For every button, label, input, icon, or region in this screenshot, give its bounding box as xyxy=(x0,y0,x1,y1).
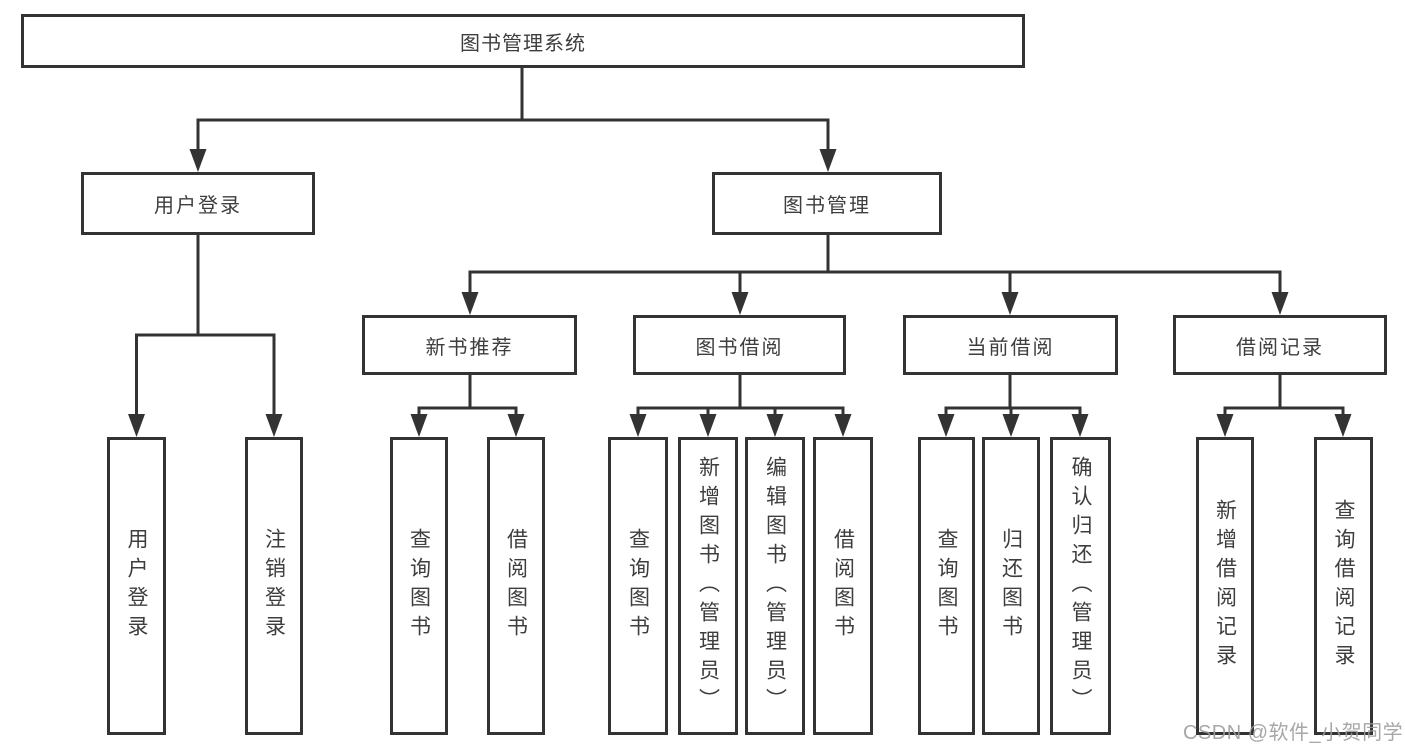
arrowhead xyxy=(1334,414,1352,437)
leaf-box-add-borrow-record: 新增借阅记录 xyxy=(1196,437,1254,735)
leaf-box-confirm-return-admin: 确认归还（管理员） xyxy=(1050,437,1111,735)
connector-current-borrow-to-leaves xyxy=(937,375,1089,437)
arrowhead xyxy=(834,414,852,437)
leaf-box-user-login: 用户登录 xyxy=(107,437,166,735)
arrowhead xyxy=(128,414,145,437)
arrowhead xyxy=(1071,414,1089,437)
leaf-box-query-borrow-record: 查询借阅记录 xyxy=(1314,437,1373,735)
leaf-box-query-book-current: 查询图书 xyxy=(918,437,975,735)
level3-box-book-borrow: 图书借阅 xyxy=(633,315,846,375)
leaf-box-add-book-admin: 新增图书（管理员） xyxy=(678,437,738,735)
connector-book-borrow-to-leaves xyxy=(629,375,852,437)
leaf-box-borrow-book-recommend: 借阅图书 xyxy=(487,437,545,735)
csdn-watermark: CSDN @软件_小贺同学 xyxy=(1183,722,1404,744)
leaf-label: 查询借阅记录 xyxy=(1332,499,1355,673)
level3-box-new-book-recommend: 新书推荐 xyxy=(362,315,577,375)
arrowhead xyxy=(1271,292,1289,315)
arrowhead xyxy=(629,414,647,437)
arrowhead xyxy=(1001,292,1019,315)
arrowhead xyxy=(265,414,283,437)
leaf-label: 归还图书 xyxy=(999,528,1023,644)
leaf-label: 查询图书 xyxy=(626,528,650,644)
connector-new-book-to-leaves xyxy=(410,375,525,437)
arrowhead xyxy=(731,292,749,315)
leaf-label: 编辑图书（管理员） xyxy=(763,455,787,717)
leaf-label: 确认归还（管理员） xyxy=(1069,455,1092,717)
leaf-box-query-book-borrow: 查询图书 xyxy=(608,437,668,735)
arrowhead xyxy=(189,149,207,172)
arrowhead xyxy=(461,292,479,315)
connector-borrow-record-to-leaves xyxy=(1216,375,1352,437)
leaf-box-borrow-book: 借阅图书 xyxy=(813,437,873,735)
arrowhead xyxy=(766,414,784,437)
leaf-label: 查询图书 xyxy=(935,528,958,644)
connector-book-management-to-level3 xyxy=(461,235,1289,315)
leaf-label: 新增图书（管理员） xyxy=(696,455,720,717)
leaf-label: 用户登录 xyxy=(125,528,148,644)
leaf-box-query-book-recommend: 查询图书 xyxy=(390,437,448,735)
leaf-label: 借阅图书 xyxy=(831,528,855,644)
root-box-library-system: 图书管理系统 xyxy=(21,14,1025,68)
leaf-label: 借阅图书 xyxy=(504,528,528,644)
level2-box-user-login: 用户登录 xyxy=(81,172,315,235)
arrowhead xyxy=(699,414,717,437)
leaf-label: 新增借阅记录 xyxy=(1213,499,1237,673)
connector-root-to-level2 xyxy=(189,68,837,172)
leaf-box-logout: 注销登录 xyxy=(245,437,303,735)
arrowhead xyxy=(1002,414,1020,437)
arrowhead xyxy=(1216,414,1234,437)
arrowhead xyxy=(507,414,525,437)
arrowhead xyxy=(937,414,955,437)
level3-box-current-borrow: 当前借阅 xyxy=(903,315,1118,375)
arrowhead xyxy=(819,149,837,172)
level2-box-book-management: 图书管理 xyxy=(712,172,942,235)
leaf-box-return-book: 归还图书 xyxy=(982,437,1040,735)
connector-user-login-to-leaves xyxy=(128,235,283,437)
leaf-label: 注销登录 xyxy=(262,528,286,644)
leaf-label: 查询图书 xyxy=(407,528,431,644)
leaf-box-edit-book-admin: 编辑图书（管理员） xyxy=(745,437,805,735)
arrowhead xyxy=(410,414,428,437)
level3-box-borrow-record: 借阅记录 xyxy=(1173,315,1387,375)
